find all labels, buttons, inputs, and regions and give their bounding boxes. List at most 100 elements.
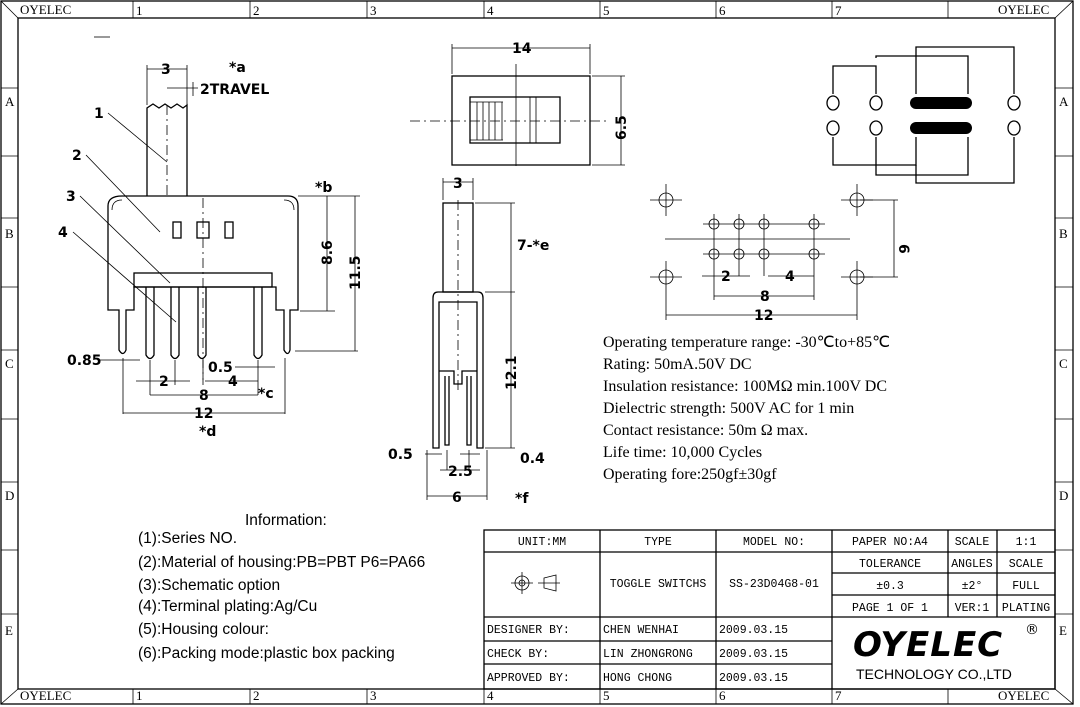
information-item: (5):Housing colour: — [138, 621, 269, 638]
row-label: E — [1059, 623, 1067, 638]
side-view: 1 2 3 4 3 *a 2TRAVEL *b 8.6 11.5 0.85 0.… — [58, 36, 364, 440]
dim-0-85: 0.85 — [67, 353, 102, 369]
frame-corner-label: OYELEC — [998, 688, 1049, 703]
spec-line: Insulation resistance: 100MΩ min.100V DC — [603, 378, 887, 395]
scale-label-2: SCALE — [1009, 558, 1044, 571]
spec-line: Operating fore:250gf±30gf — [603, 466, 777, 483]
dim-3: 3 — [453, 176, 463, 192]
row-label: C — [5, 356, 14, 371]
frame-corner-label: OYELEC — [20, 2, 71, 17]
angles-value: ±2° — [962, 580, 983, 593]
dim-0-4: 0.4 — [520, 451, 545, 467]
column-label: 5 — [603, 688, 610, 703]
title-block: UNIT:MM TYPE MODEL NO: PAPER NO:A4 SCALE… — [483, 529, 1056, 690]
column-label: 4 — [487, 688, 494, 703]
row-label: D — [5, 488, 14, 503]
scale-value: 1:1 — [1016, 536, 1037, 549]
page-label: PAGE 1 OF 1 — [852, 602, 928, 615]
row-label: D — [1059, 488, 1068, 503]
column-label: 1 — [136, 3, 143, 18]
unit-label: UNIT:MM — [518, 536, 566, 549]
pcb-dim-6: 6 — [895, 244, 911, 254]
tolerance-label: TOLERANCE — [859, 558, 921, 571]
note-b: *b — [315, 180, 332, 196]
note-c: *c — [258, 386, 274, 402]
column-label: 6 — [719, 3, 726, 18]
specifications: Operating temperature range: -30℃to+85℃ … — [603, 334, 890, 483]
column-label: 7 — [835, 3, 842, 18]
designer-date: 2009.03.15 — [719, 624, 788, 637]
pcb-dim-8: 8 — [760, 289, 770, 305]
spec-line: Rating: 50mA.50V DC — [603, 356, 752, 373]
row-label: A — [5, 94, 15, 109]
dim-8-6: 8.6 — [320, 240, 336, 265]
column-label: 3 — [370, 3, 377, 18]
model-value: SS-23D04G8-01 — [729, 578, 819, 591]
designer-name: CHEN WENHAI — [603, 624, 679, 637]
company-name: TECHNOLOGY CO.,LTD — [856, 666, 1012, 682]
dim-11-5: 11.5 — [348, 255, 364, 290]
dim-2: 2 — [159, 374, 169, 390]
check-date: 2009.03.15 — [719, 648, 788, 661]
row-label: A — [1059, 94, 1069, 109]
pcb-dim-12: 12 — [754, 308, 773, 324]
dim-0-5: 0.5 — [388, 447, 413, 463]
dim-12-1: 12.1 — [504, 355, 520, 390]
column-label: 2 — [253, 3, 260, 18]
pcb-dim-2: 2 — [721, 269, 731, 285]
information-item: (6):Packing mode:plastic box packing — [138, 645, 395, 662]
information-item: (1):Series NO. — [138, 530, 237, 547]
information-section: Information: (1):Series NO. (2):Material… — [138, 512, 425, 662]
plating-label: PLATING — [1002, 602, 1050, 615]
projection-symbol — [511, 572, 560, 594]
dim-14: 14 — [512, 41, 532, 57]
note-d: *d — [199, 424, 216, 440]
type-value: TOGGLE SWITCHS — [610, 578, 707, 591]
model-label: MODEL NO: — [743, 536, 805, 549]
approver-name: HONG CHONG — [603, 672, 672, 685]
version-label: VER:1 — [955, 602, 990, 615]
dim-12: 12 — [194, 406, 213, 422]
row-label: E — [5, 623, 13, 638]
angles-label: ANGLES — [951, 558, 993, 571]
row-label: B — [5, 226, 14, 241]
top-view: 14 6.5 — [410, 41, 630, 166]
dim-shaft: 3 — [161, 62, 171, 78]
frame-corner-label: OYELEC — [998, 2, 1049, 17]
information-item: (4):Terminal plating:Ag/Cu — [138, 598, 317, 615]
circuit-schematic — [826, 46, 1021, 184]
row-label: B — [1059, 226, 1068, 241]
type-label: TYPE — [644, 536, 672, 549]
approved-date: 2009.03.15 — [719, 672, 788, 685]
column-label: 6 — [719, 688, 726, 703]
check-label: CHECK BY: — [487, 648, 549, 661]
column-label: 2 — [253, 688, 260, 703]
row-label: C — [1059, 356, 1068, 371]
information-title: Information: — [245, 512, 327, 529]
pcb-layout: 2 4 8 12 6 — [650, 184, 911, 324]
dim-2-5: 2.5 — [448, 464, 473, 480]
checker-name: LIN ZHONGRONG — [603, 648, 693, 661]
callout-2: 2 — [72, 148, 82, 164]
spec-line: Contact resistance: 50m Ω max. — [603, 422, 808, 439]
dim-8: 8 — [199, 388, 209, 404]
information-item: (2):Material of housing:PB=PBT P6=PA66 — [138, 554, 425, 571]
callout-1: 1 — [94, 106, 104, 122]
column-label: 4 — [487, 3, 494, 18]
scale-value-2: FULL — [1012, 580, 1040, 593]
logo-text: OYELEC — [853, 625, 1003, 665]
tolerance-value: ±0.3 — [876, 580, 904, 593]
dim-0-5: 0.5 — [208, 360, 233, 376]
column-label: 5 — [603, 3, 610, 18]
designer-label: DESIGNER BY: — [487, 624, 570, 637]
registered-mark: ® — [1025, 622, 1039, 638]
approved-label: APPROVED BY: — [487, 672, 570, 685]
note-e: 7-*e — [517, 238, 549, 254]
note-a: *a — [229, 60, 246, 76]
callout-3: 3 — [66, 189, 76, 205]
company-logo: OYELEC ® TECHNOLOGY CO.,LTD — [853, 622, 1039, 682]
paper-label: PAPER NO:A4 — [852, 536, 928, 549]
pcb-dim-4: 4 — [785, 269, 795, 285]
